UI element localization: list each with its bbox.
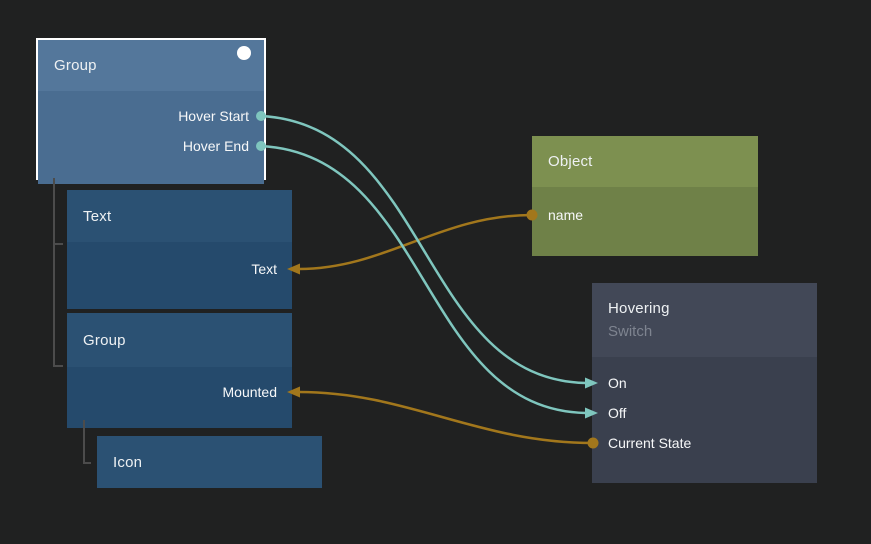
port-hover-start[interactable]: Hover Start xyxy=(38,101,264,131)
node-title: Group xyxy=(54,57,97,74)
node-group-child[interactable]: Group Mounted xyxy=(67,313,292,428)
node-hovering-switch[interactable]: Hovering Switch On Off Current State xyxy=(592,283,817,483)
port-off-input[interactable]: Off xyxy=(592,398,817,428)
hierarchy-line-group-parent xyxy=(53,178,63,367)
port-label: Mounted xyxy=(222,384,277,400)
connection-current-state-to-mounted[interactable] xyxy=(297,390,595,445)
node-header: Group xyxy=(67,313,292,367)
node-ports: name xyxy=(532,187,758,256)
node-ports: Hover Start Hover End xyxy=(38,91,264,184)
node-header: Group xyxy=(38,40,264,91)
node-title: Object xyxy=(548,153,593,170)
node-text[interactable]: Text Text xyxy=(67,190,292,309)
port-name-output[interactable]: name xyxy=(532,200,758,230)
port-mounted-input[interactable]: Mounted xyxy=(67,377,292,407)
node-subtitle: Switch xyxy=(608,323,653,340)
node-title: Text xyxy=(83,207,112,225)
node-title: Icon xyxy=(113,453,143,471)
port-current-state-output[interactable]: Current State xyxy=(592,428,817,458)
node-header: Text xyxy=(67,190,292,242)
port-on-input[interactable]: On xyxy=(592,368,817,398)
node-object[interactable]: Object name xyxy=(532,136,758,256)
node-header: Hovering Switch xyxy=(592,283,817,357)
port-label: Hover Start xyxy=(178,108,249,124)
port-label: Hover End xyxy=(182,138,249,154)
node-title: Group xyxy=(83,331,126,349)
node-ports: Mounted xyxy=(67,367,292,428)
node-icon[interactable]: Icon xyxy=(97,436,322,488)
node-group-parent[interactable]: Group Hover Start Hover End xyxy=(36,38,266,184)
selection-indicator-dot xyxy=(237,46,251,60)
node-header: Object xyxy=(532,136,758,187)
connection-object-name-to-text[interactable] xyxy=(297,213,534,271)
port-label: Off xyxy=(608,405,627,421)
node-header: Icon xyxy=(97,436,322,488)
port-label: Current State xyxy=(608,435,692,451)
node-ports: Text xyxy=(67,242,292,309)
node-ports: On Off Current State xyxy=(592,357,817,483)
port-hover-end[interactable]: Hover End xyxy=(38,131,264,161)
port-label: Text xyxy=(251,261,277,277)
port-label: name xyxy=(548,207,584,223)
port-label: On xyxy=(608,375,627,391)
port-text-input[interactable]: Text xyxy=(67,254,292,284)
node-title: Hovering xyxy=(608,300,670,317)
